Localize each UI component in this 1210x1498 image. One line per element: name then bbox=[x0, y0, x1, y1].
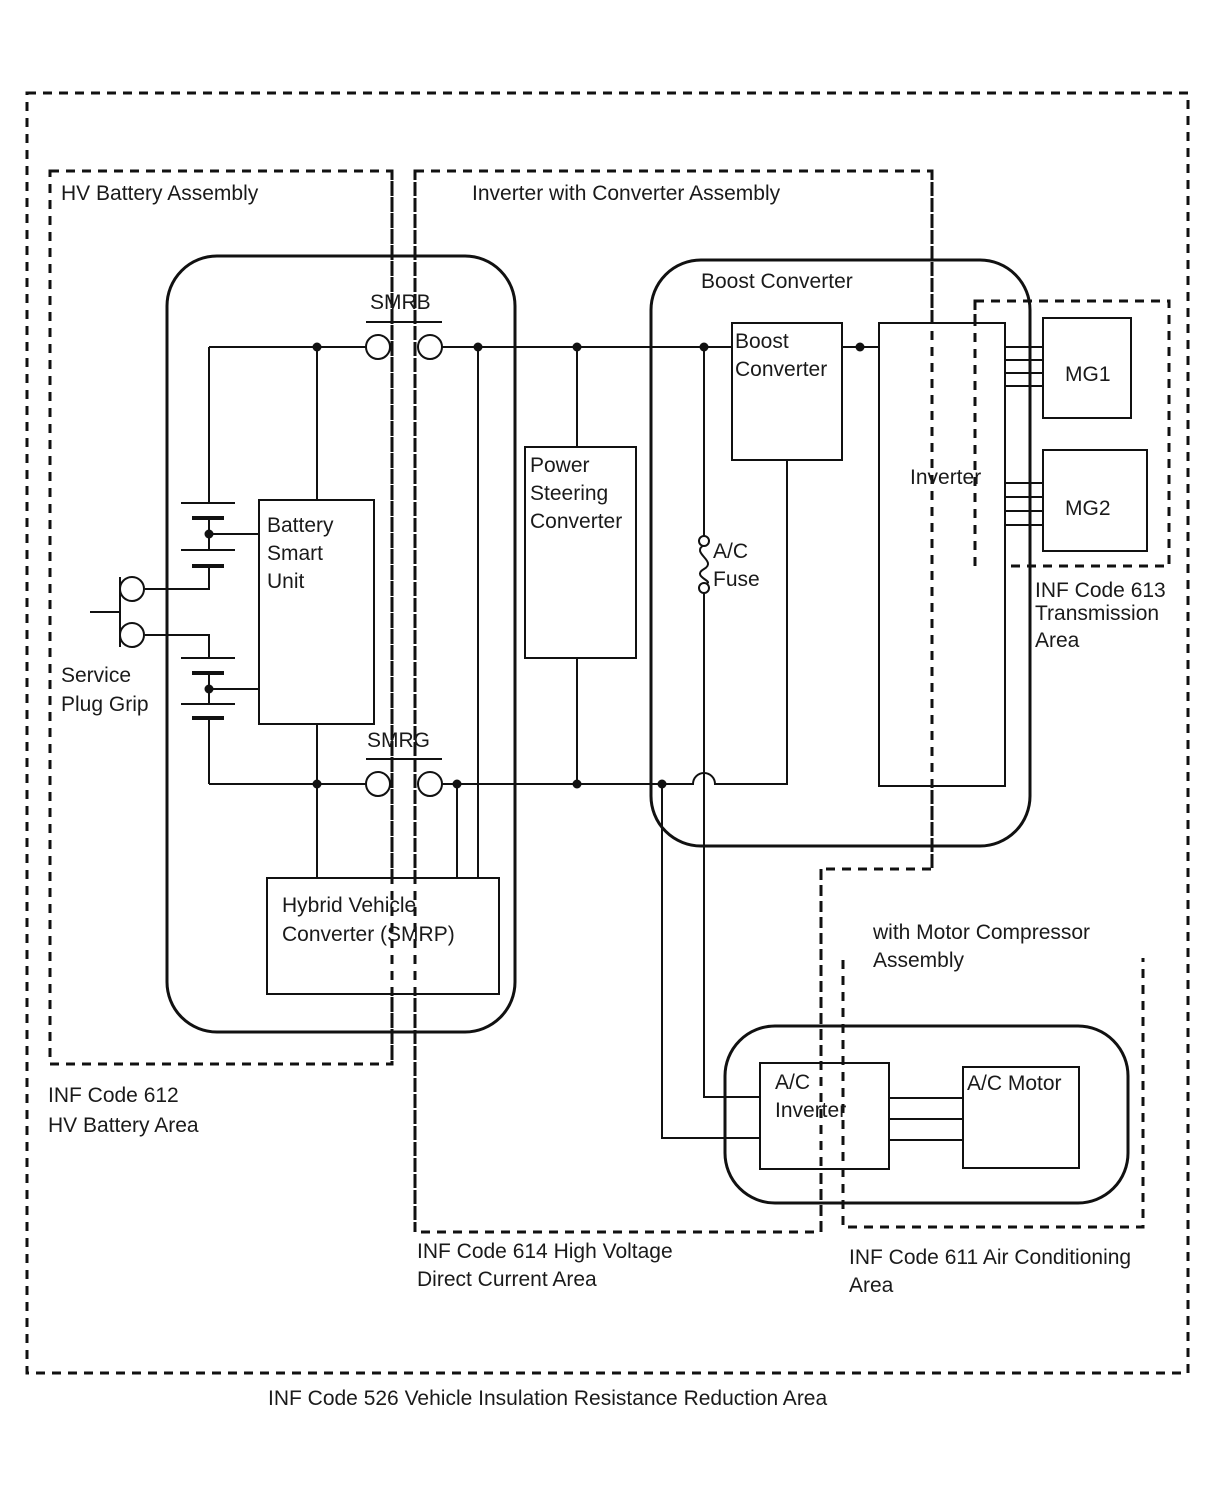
mg1-label: MG1 bbox=[1065, 363, 1111, 386]
ac-fuse-terminal-top bbox=[698, 535, 710, 547]
mg2-label: MG2 bbox=[1065, 497, 1111, 520]
battery-smart-unit-label-line: Unit bbox=[267, 570, 305, 593]
motor-compressor-assembly-label-line: with Motor Compressor bbox=[872, 921, 1090, 944]
junction-dot bbox=[855, 342, 865, 352]
inf-526-label: INF Code 526 Vehicle Insulation Resistan… bbox=[268, 1387, 827, 1410]
inf-611-label-line: INF Code 611 Air Conditioning bbox=[849, 1246, 1131, 1269]
smrb-label: SMRB bbox=[370, 291, 431, 314]
junction-dot bbox=[204, 684, 214, 694]
hv-battery-assembly-label: HV Battery Assembly bbox=[61, 182, 259, 205]
junction-dot bbox=[204, 529, 214, 539]
boost-converter-block-label-line: Converter bbox=[735, 358, 827, 381]
smrg-contact-left bbox=[365, 771, 391, 797]
service-plug-grip-label-line: Service bbox=[61, 664, 131, 687]
boost-converter-block-label-line: Boost bbox=[735, 330, 789, 353]
junction-dot bbox=[312, 779, 322, 789]
ac-fuse-terminal-bottom bbox=[698, 582, 710, 594]
hybrid-vehicle-converter-box bbox=[266, 877, 500, 995]
power-steering-converter-label-line: Converter bbox=[530, 510, 622, 533]
boost-converter-group-label: Boost Converter bbox=[701, 270, 853, 293]
inf-612-label-line: INF Code 612 bbox=[48, 1084, 179, 1107]
inf-611-label-line: Area bbox=[849, 1274, 894, 1297]
ac-compressor-assembly-outline bbox=[723, 1024, 1130, 1205]
inverter-box bbox=[878, 322, 1006, 787]
ac-fuse-wire bbox=[703, 347, 760, 1098]
boost-converter-assembly-outline bbox=[649, 258, 1032, 848]
power-steering-converter-box bbox=[524, 446, 637, 659]
inf-614-label-line: INF Code 614 High Voltage bbox=[417, 1240, 673, 1263]
inf-613-label-line: Area bbox=[1035, 629, 1080, 652]
inf-613-label-line: Transmission bbox=[1035, 602, 1159, 625]
junction-dot bbox=[572, 342, 582, 352]
mg2-box bbox=[1042, 449, 1148, 552]
mg1-phases bbox=[1005, 346, 1043, 387]
inverter-label: Inverter bbox=[910, 466, 981, 489]
junction-dot bbox=[699, 342, 709, 352]
service-plug-wires bbox=[90, 566, 210, 658]
hybrid-vehicle-converter-label-line: Hybrid Vehicle bbox=[282, 894, 416, 917]
smrb-contact-left bbox=[365, 334, 391, 360]
battery-smart-unit-label-line: Smart bbox=[267, 542, 323, 565]
ac-motor-box bbox=[962, 1066, 1080, 1169]
ac-inverter-label-line: Inverter bbox=[775, 1099, 846, 1122]
battery-smart-unit-box bbox=[258, 499, 375, 725]
hybrid-vehicle-converter-label-line: Converter (SMRP) bbox=[282, 923, 455, 946]
service-plug-contact bbox=[119, 576, 145, 602]
area-526-boundary bbox=[25, 91, 1190, 1375]
ac-fuse-symbol bbox=[699, 544, 709, 585]
ac-motor-phases bbox=[889, 1097, 963, 1141]
hv-battery-assembly-outline bbox=[165, 254, 517, 1034]
junction-dot bbox=[312, 342, 322, 352]
power-steering-converter-label-line: Steering bbox=[530, 482, 608, 505]
boost-converter-box bbox=[731, 322, 843, 461]
power-steering-converter-label-line: Power bbox=[530, 454, 590, 477]
ac-fuse-label-line: A/C bbox=[713, 540, 748, 563]
negative-bus-right bbox=[442, 460, 788, 785]
inverter-with-converter-assembly-label: Inverter with Converter Assembly bbox=[472, 182, 781, 205]
battery-smart-unit-label-line: Battery bbox=[267, 514, 334, 537]
mg1-box bbox=[1042, 317, 1132, 419]
ac-inverter-neg-wire bbox=[661, 784, 760, 1139]
area-612-boundary bbox=[48, 169, 394, 1066]
ac-inverter-label-line: A/C bbox=[775, 1071, 810, 1094]
inf-614-label-line: Direct Current Area bbox=[417, 1268, 597, 1291]
junction-dot bbox=[657, 779, 667, 789]
junction-dot bbox=[452, 779, 462, 789]
service-plug-contact bbox=[119, 622, 145, 648]
smrb-contact-right bbox=[417, 334, 443, 360]
inf-612-label-line: HV Battery Area bbox=[48, 1114, 199, 1137]
mg2-phases bbox=[1005, 482, 1043, 526]
service-plug-grip-label-line: Plug Grip bbox=[61, 693, 149, 716]
ac-fuse-label-line: Fuse bbox=[713, 568, 760, 591]
smrg-label: SMRG bbox=[367, 729, 430, 752]
ac-motor-label: A/C Motor bbox=[967, 1072, 1062, 1095]
motor-compressor-assembly-label-line: Assembly bbox=[873, 949, 965, 972]
junction-dot bbox=[473, 342, 483, 352]
inf-613-label-line: INF Code 613 bbox=[1035, 579, 1166, 602]
junction-dot bbox=[572, 779, 582, 789]
ac-inverter-box bbox=[759, 1062, 890, 1170]
smrg-contact-right bbox=[417, 771, 443, 797]
